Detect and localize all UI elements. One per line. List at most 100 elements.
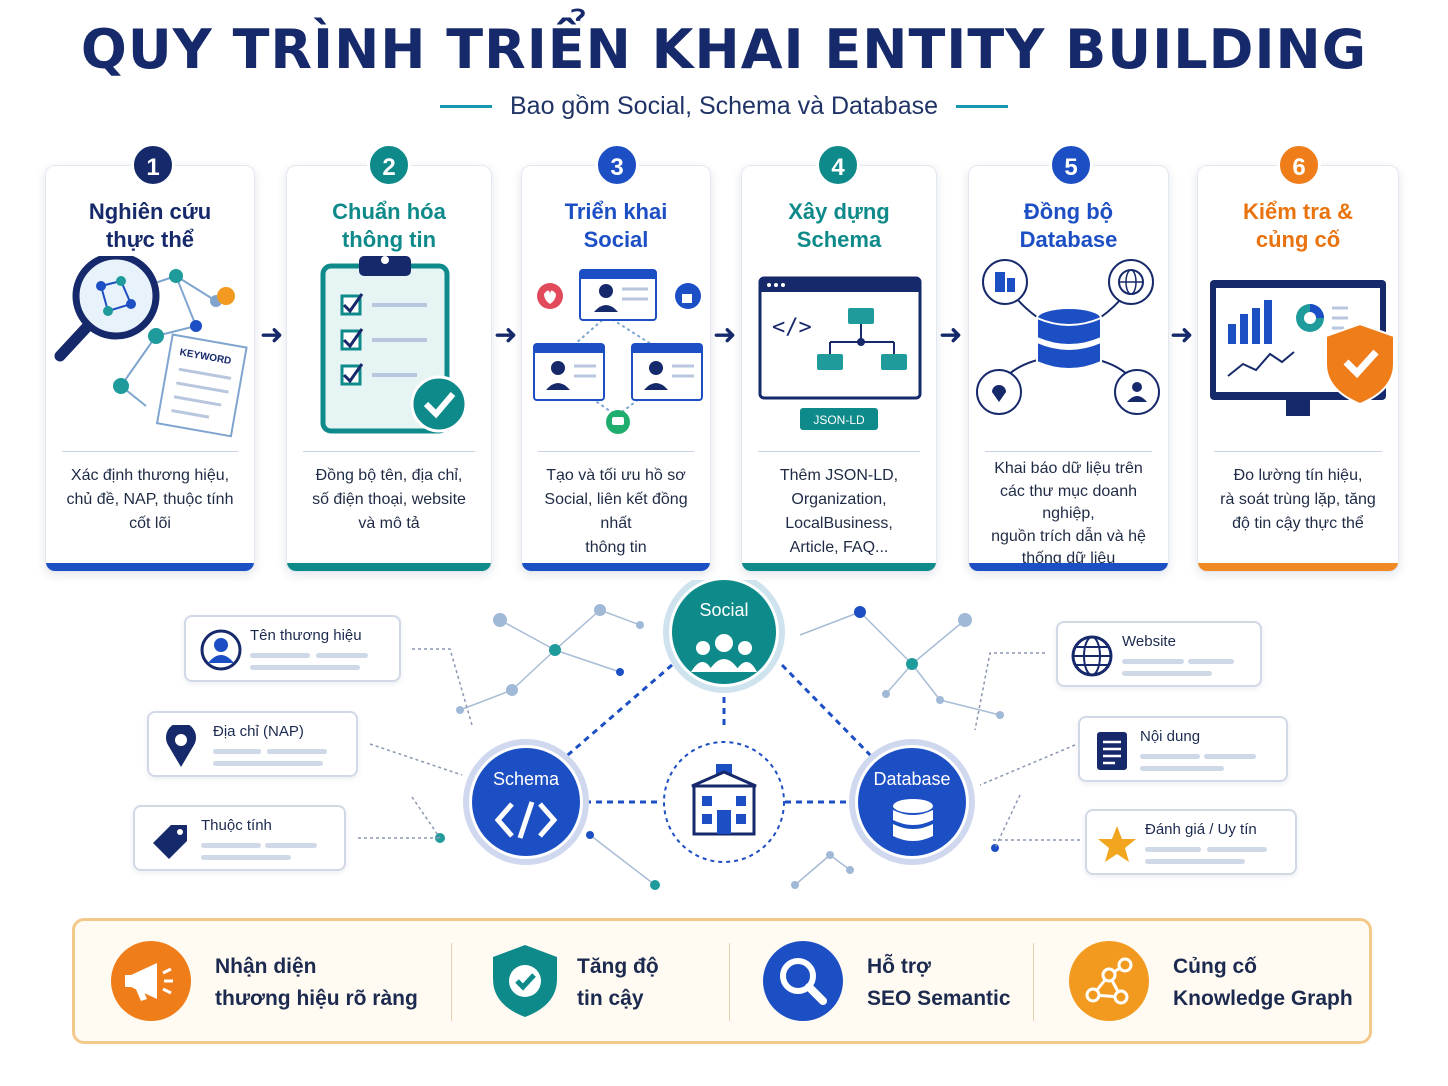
location-pin-icon <box>166 725 196 767</box>
placeholder-line <box>201 855 291 860</box>
step-4-description: Thêm JSON-LD, Organization, LocalBusines… <box>752 464 926 560</box>
step-1-badge: 1 <box>131 143 175 187</box>
placeholder-line <box>201 843 261 848</box>
step-6-title-line2: củng cố <box>1255 227 1341 252</box>
step-4-title-line1: Xây dựng <box>788 199 890 224</box>
step-3-divider <box>538 451 694 452</box>
step-6-desc-line3: độ tin cậy thực thể <box>1232 515 1364 532</box>
entity-item-attributes: Thuộc tính <box>133 805 346 871</box>
step-2-desc-line2: số điện thoại, website <box>312 491 466 508</box>
benefit-trust: Tăng độ tin cậy <box>485 921 725 1041</box>
placeholder-line <box>213 761 323 766</box>
step-3-description: Tạo và tối ưu hồ sơ Social, liên kết đồn… <box>532 464 700 560</box>
clipboard-check-icon <box>287 256 491 456</box>
tag-icon <box>153 825 187 859</box>
step-6-divider <box>1214 451 1382 452</box>
placeholder-line <box>1145 847 1201 852</box>
arrow-icon: ➜ <box>260 318 284 351</box>
step-1-desc-line3: cốt lõi <box>129 515 171 532</box>
step-6-desc-line1: Đo lường tín hiệu, <box>1233 467 1363 484</box>
page-title: QUY TRÌNH TRIỂN KHAI ENTITY BUILDING <box>80 18 1368 81</box>
entity-network-diagram: Social Schema Database Tên thương hiệu <box>0 580 1448 910</box>
entity-item-address: Địa chỉ (NAP) <box>147 711 358 777</box>
building-icon <box>691 764 757 836</box>
step-2-description: Đồng bộ tên, địa chỉ, số điện thoại, web… <box>297 464 481 536</box>
step-card-6: Kiểm tra & củng cố Đo lường tín hiệu, rà… <box>1197 165 1399 572</box>
placeholder-line <box>250 653 310 658</box>
step-5-desc-line2: các thư mục doanh nghiệp, <box>999 482 1137 523</box>
arrow-icon: ➜ <box>494 318 518 351</box>
benefit-2-line2: tin cậy <box>577 987 644 1010</box>
benefit-separator <box>451 943 452 1021</box>
database-node-label: Database <box>873 769 951 789</box>
entity-item-label: Tên thương hiệu <box>250 627 362 644</box>
subtitle-right-line <box>956 105 1008 108</box>
benefit-4-line2: Knowledge Graph <box>1173 987 1353 1010</box>
step-1-description: Xác định thương hiệu, chủ đề, NAP, thuộc… <box>56 464 244 536</box>
megaphone-icon <box>111 941 191 1021</box>
step-6-desc-line2: rà soát trùng lặp, tăng <box>1220 491 1376 508</box>
users-icon <box>691 634 757 672</box>
step-6-badge: 6 <box>1277 143 1321 187</box>
step-4-divider <box>758 451 920 452</box>
placeholder-line <box>265 843 317 848</box>
step-4-title: Xây dựng Schema <box>742 198 936 254</box>
step-1-title-line1: Nghiên cứu <box>88 199 212 224</box>
step-6-title-line1: Kiểm tra & <box>1242 199 1354 224</box>
entity-item-website: Website <box>1056 621 1262 687</box>
placeholder-line <box>250 665 360 670</box>
step-card-2: Chuẩn hóa thông tin Đồng bộ tên, địa chỉ… <box>286 165 492 572</box>
step-2-title: Chuẩn hóa thông tin <box>287 198 491 254</box>
benefit-label: Củng cố Knowledge Graph <box>1173 951 1353 1015</box>
step-5-title-line1: Đồng bộ <box>1023 199 1114 224</box>
entity-item-label: Nội dung <box>1140 728 1201 745</box>
step-5-title-line2: Database <box>1019 227 1118 252</box>
step-2-desc-line1: Đồng bộ tên, địa chỉ, <box>315 467 463 484</box>
placeholder-line <box>1204 754 1256 759</box>
database-icon <box>893 799 933 841</box>
page-subtitle: Bao gồm Social, Schema và Database <box>509 92 938 120</box>
subtitle-row: Bao gồm Social, Schema và Database <box>0 92 1448 121</box>
step-2-desc-line3: và mô tả <box>358 515 420 532</box>
subtitle-left-line <box>439 105 492 108</box>
step-3-title-line2: Social <box>583 227 649 252</box>
entity-item-label: Website <box>1122 633 1176 650</box>
step-6-description: Đo lường tín hiệu, rà soát trùng lặp, tă… <box>1208 464 1388 536</box>
svg-text:</>: </> <box>772 315 812 340</box>
step-card-4: Xây dựng Schema </> JSON-LD Thêm JSON-LD… <box>741 165 937 572</box>
placeholder-line <box>1122 671 1212 676</box>
arrow-icon: ➜ <box>1170 318 1194 351</box>
placeholder-line <box>316 653 368 658</box>
code-tree-icon: </> JSON-LD <box>742 256 936 456</box>
step-4-desc-line3: Article, FAQ... <box>789 539 889 556</box>
schema-node-label: Schema <box>492 769 560 789</box>
step-4-title-line2: Schema <box>796 227 882 252</box>
step-6-title: Kiểm tra & củng cố <box>1198 198 1398 254</box>
step-5-desc-line3: nguồn trích dẫn và hệ <box>991 527 1146 545</box>
step-3-desc-line2: Social, liên kết đồng nhất <box>544 491 688 532</box>
step-5-badge: 5 <box>1049 143 1093 187</box>
entity-item-label: Đánh giá / Uy tín <box>1145 821 1257 838</box>
benefit-seo-semantic: Hỗ trợ SEO Semantic <box>763 921 1023 1041</box>
graph-nodes-icon <box>1069 941 1149 1021</box>
step-1-title-line2: thực thể <box>105 227 195 252</box>
step-3-title: Triển khai Social <box>522 198 710 254</box>
benefit-label: Tăng độ tin cậy <box>577 951 659 1015</box>
step-4-badge: 4 <box>816 143 860 187</box>
document-icon <box>1097 732 1127 770</box>
step-3-title-line1: Triển khai <box>564 199 668 224</box>
benefit-3-line1: Hỗ trợ <box>867 955 931 978</box>
step-5-desc-line1: Khai báo dữ liệu trên <box>994 460 1143 477</box>
step-2-title-line1: Chuẩn hóa <box>332 199 446 224</box>
step-card-5: Đồng bộ Database Khai báo dữ liệu trên c… <box>968 165 1169 572</box>
svg-text:JSON-LD: JSON-LD <box>813 413 865 427</box>
step-3-desc-line1: Tạo và tối ưu hồ sơ <box>546 467 686 484</box>
benefit-1-line2: thương hiệu rõ ràng <box>215 987 418 1010</box>
user-icon <box>200 629 242 671</box>
benefit-2-line1: Tăng độ <box>577 955 659 978</box>
placeholder-line <box>1207 847 1267 852</box>
monitor-shield-icon <box>1198 256 1398 456</box>
benefit-separator <box>729 943 730 1021</box>
benefit-separator <box>1033 943 1034 1021</box>
step-1-desc-line2: chủ đề, NAP, thuộc tính <box>66 491 234 508</box>
